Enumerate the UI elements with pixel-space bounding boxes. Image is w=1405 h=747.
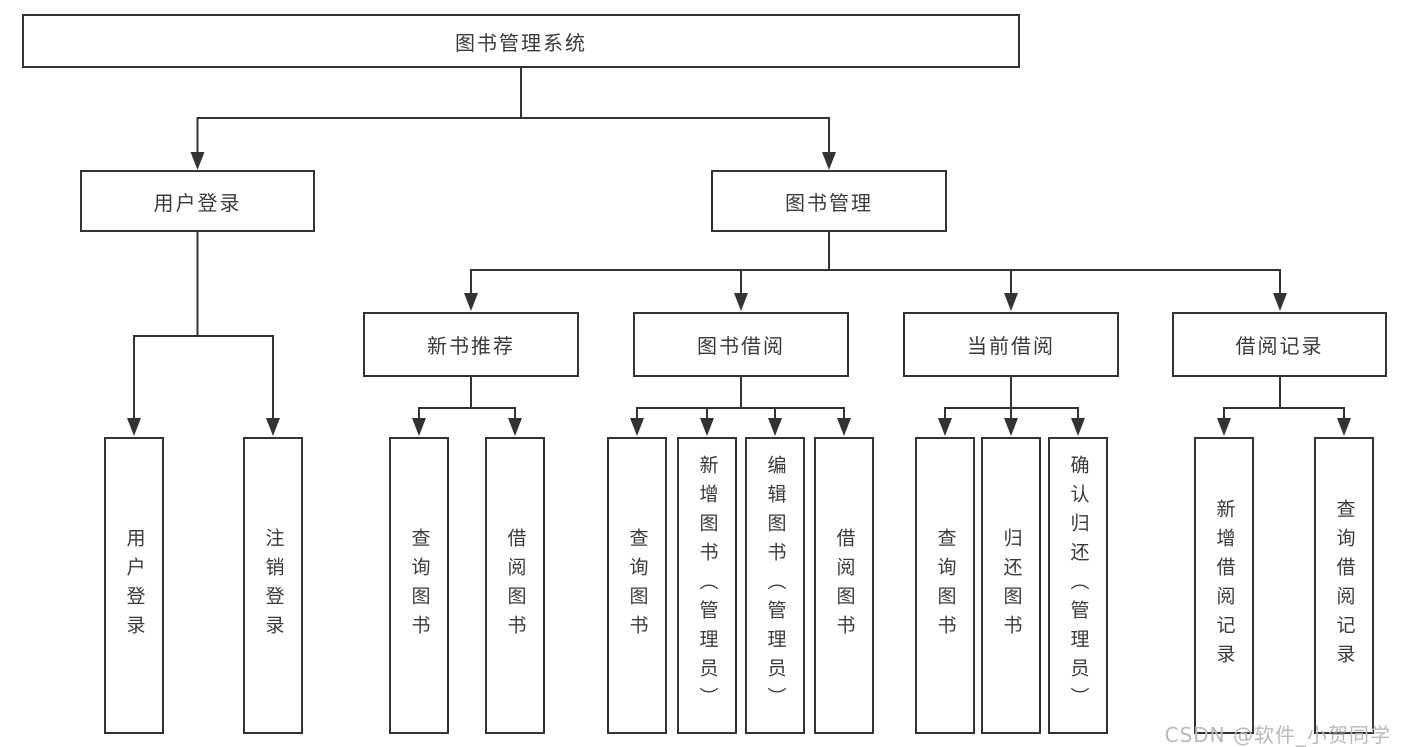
- leaf-label: 新增借阅记录: [1213, 498, 1236, 673]
- leaf-nb-query-books: 查询图书: [389, 437, 449, 734]
- leaf-user-login: 用户登录: [104, 437, 164, 734]
- node-label: 图书管理: [785, 190, 873, 215]
- leaf-label: 用户登录: [123, 527, 146, 644]
- leaf-label: 编辑图书（管理员）: [764, 455, 787, 716]
- node-book-management: 图书管理: [711, 170, 947, 232]
- leaf-cb-return-books: 归还图书: [981, 437, 1041, 734]
- node-label: 图书管理系统: [455, 30, 587, 55]
- node-book-borrow: 图书借阅: [633, 312, 849, 377]
- connector-book-borrow-to-leaves: [630, 377, 851, 436]
- leaf-label: 新增图书（管理员）: [696, 455, 719, 716]
- leaf-br-query-record: 查询借阅记录: [1314, 437, 1374, 734]
- leaf-bb-borrow-books: 借阅图书: [814, 437, 874, 734]
- leaf-label: 注销登录: [262, 527, 285, 644]
- leaf-label: 查询图书: [626, 527, 649, 644]
- leaf-cb-query-books: 查询图书: [915, 437, 975, 734]
- leaf-bb-edit-books-admin: 编辑图书（管理员）: [745, 437, 805, 734]
- node-current-borrow: 当前借阅: [903, 312, 1119, 377]
- leaf-label: 查询图书: [934, 527, 957, 644]
- node-label: 借阅记录: [1235, 334, 1324, 358]
- node-label: 图书借阅: [697, 334, 785, 358]
- connector-current-borrow-to-leaves: [938, 377, 1085, 436]
- leaf-br-add-record: 新增借阅记录: [1194, 437, 1254, 734]
- leaf-label: 归还图书: [1000, 527, 1023, 644]
- leaf-nb-borrow-books: 借阅图书: [485, 437, 545, 734]
- leaf-label: 确认归还（管理员）: [1067, 455, 1090, 716]
- connector-user-login-to-leaves: [127, 232, 280, 436]
- node-library-management-system: 图书管理系统: [22, 14, 1020, 68]
- connector-new-book-recommend-to-leaves: [412, 377, 522, 436]
- node-label: 用户登录: [153, 190, 242, 215]
- leaf-label: 借阅图书: [504, 527, 527, 644]
- connector-book-management-to-level2: [464, 232, 1287, 311]
- node-label: 新书推荐: [427, 334, 515, 358]
- connector-root-to-level1: [190, 68, 836, 170]
- leaf-label: 查询图书: [408, 527, 431, 644]
- node-borrow-records: 借阅记录: [1172, 312, 1387, 377]
- leaf-label: 查询借阅记录: [1333, 498, 1356, 673]
- leaf-label: 借阅图书: [833, 527, 856, 644]
- leaf-bb-query-books: 查询图书: [607, 437, 667, 734]
- leaf-logout: 注销登录: [243, 437, 303, 734]
- watermark: CSDN @软件_小贺同学: [1164, 723, 1391, 747]
- node-user-login: 用户登录: [80, 170, 315, 232]
- node-new-book-recommend: 新书推荐: [363, 312, 579, 377]
- connector-borrow-records-to-leaves: [1217, 377, 1351, 436]
- leaf-cb-confirm-return-admin: 确认归还（管理员）: [1048, 437, 1108, 734]
- node-label: 当前借阅: [967, 334, 1055, 358]
- leaf-bb-add-books-admin: 新增图书（管理员）: [677, 437, 737, 734]
